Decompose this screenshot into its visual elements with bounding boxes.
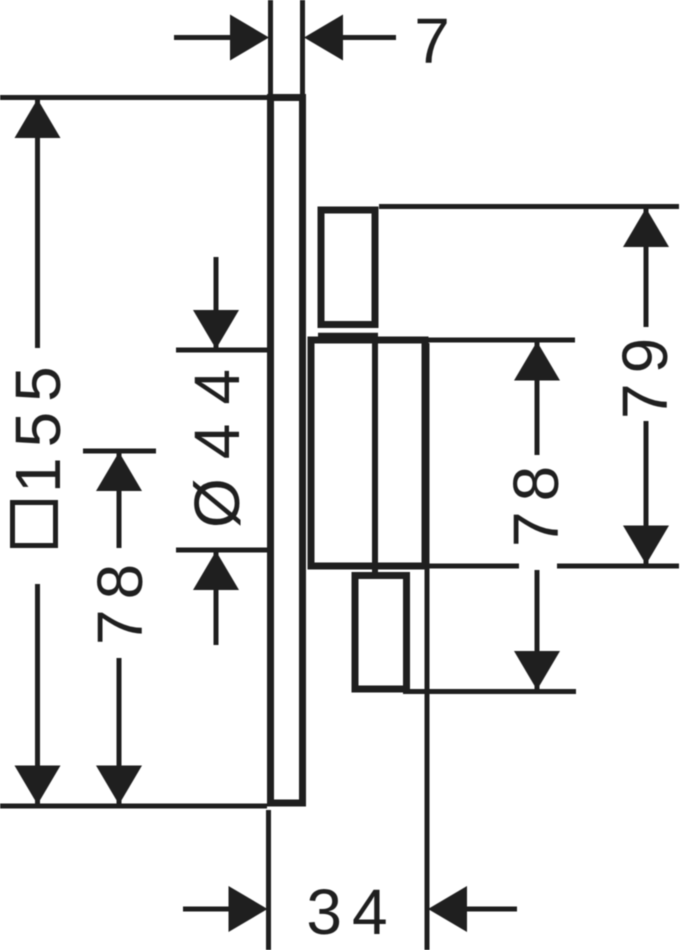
svg-text:155: 155 [2, 356, 74, 493]
svg-text:79: 79 [609, 328, 681, 419]
svg-text:78: 78 [500, 456, 572, 547]
svg-text:7: 7 [414, 5, 460, 77]
svg-text:78: 78 [84, 554, 156, 645]
svg-text:Ø44: Ø44 [181, 350, 253, 528]
svg-text:34: 34 [306, 876, 397, 948]
